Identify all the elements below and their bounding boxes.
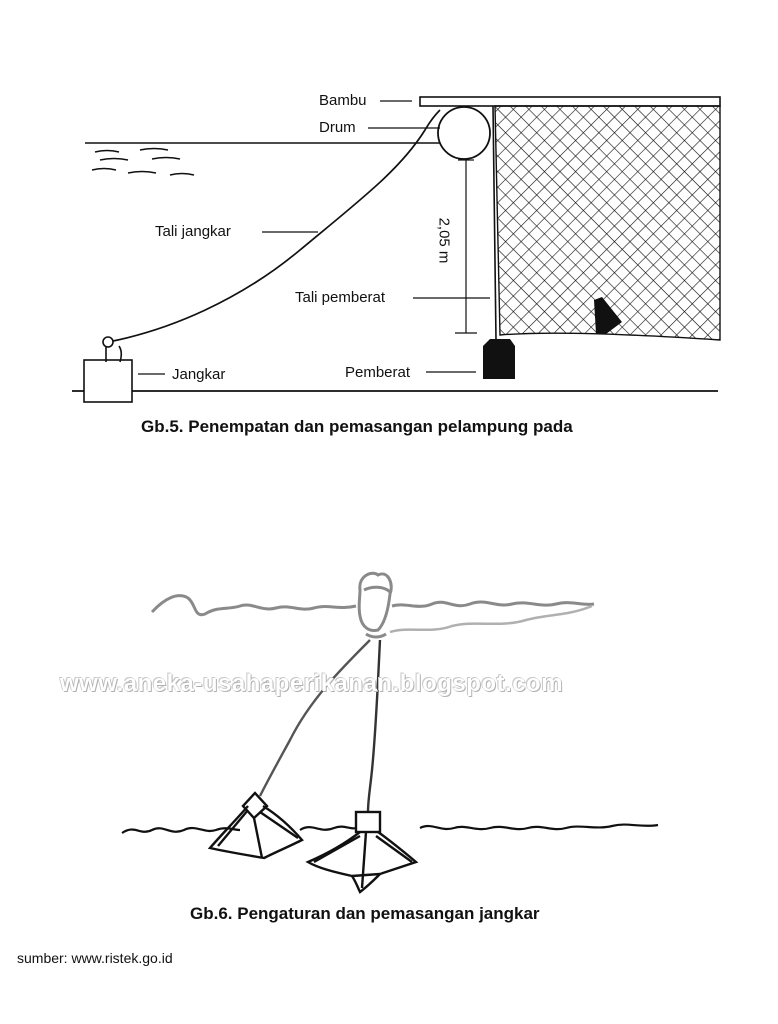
buoy-float [357, 571, 393, 639]
label-tali-jangkar: Tali jangkar [155, 223, 231, 240]
net-mesh [494, 105, 721, 341]
watermark-text: www.aneka-usahaperikanan.blogspot.com [60, 670, 564, 697]
leader-lines [138, 100, 490, 375]
water-wave-marks [91, 147, 195, 176]
label-jangkar: Jangkar [172, 366, 226, 383]
source-credit: sumber: www.ristek.go.id [17, 950, 173, 966]
figure-5-caption: Gb.5. Penempatan dan pemasangan pelampun… [141, 417, 573, 436]
label-bambu: Bambu [319, 92, 367, 109]
figure-5-diagram [72, 96, 721, 403]
anchor-ropes [258, 639, 382, 813]
weight-block [483, 339, 515, 379]
right-anchor [305, 810, 419, 894]
label-tali-pemberat: Tali pemberat [295, 289, 386, 306]
figure-6-caption: Gb.6. Pengaturan dan pemasangan jangkar [190, 904, 540, 923]
anchor-block [83, 336, 133, 403]
label-drum: Drum [319, 119, 356, 136]
water-surface-wave [150, 594, 595, 617]
left-anchor [207, 791, 304, 860]
seabed-wave [121, 823, 659, 834]
water-surface-wave-lower [389, 604, 593, 634]
anchor-rope [107, 109, 441, 343]
drum-float [437, 106, 491, 160]
label-pemberat: Pemberat [345, 364, 411, 381]
weight-rope [492, 105, 497, 341]
fish-silhouette [594, 297, 622, 334]
